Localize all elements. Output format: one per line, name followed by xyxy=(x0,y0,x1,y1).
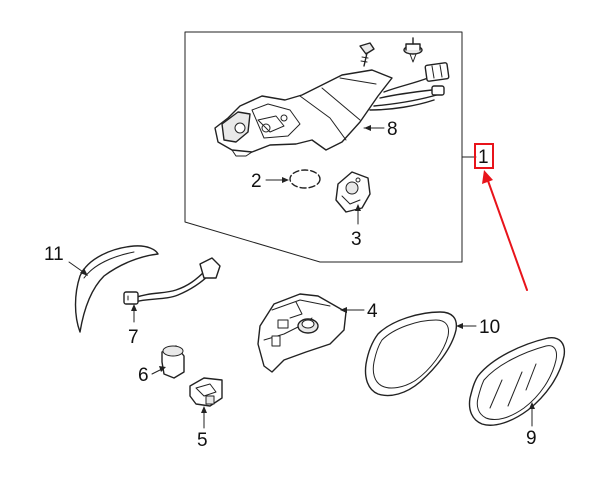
callout-labels: 1 2 3 4 5 6 7 8 9 10 11 xyxy=(44,119,537,451)
callout-3: 3 xyxy=(351,229,362,250)
part-8-housing xyxy=(214,69,393,157)
callout-4: 4 xyxy=(367,301,378,322)
part-7-cable xyxy=(123,257,221,305)
part-5-connector xyxy=(189,377,223,407)
callout-7: 7 xyxy=(128,327,139,348)
leader-lines xyxy=(68,125,535,429)
part-4-base xyxy=(257,293,347,373)
assembly-frame xyxy=(184,31,463,263)
part-10-glass xyxy=(364,311,458,397)
part-9-glass xyxy=(468,337,566,426)
callout-2: 2 xyxy=(251,171,262,192)
callout-8: 8 xyxy=(387,119,398,140)
callout-1: 1 xyxy=(478,147,489,168)
part-3-actuator xyxy=(335,171,371,213)
callout-9: 9 xyxy=(526,428,537,449)
callout-11: 11 xyxy=(44,244,64,265)
part-11-cover xyxy=(74,245,159,333)
clip-nut-icon xyxy=(403,37,423,63)
highlight-callout-1 xyxy=(474,143,528,291)
part-6-grommet xyxy=(161,345,185,379)
callout-6: 6 xyxy=(138,365,149,386)
bolt-icon xyxy=(359,42,375,67)
part-8-harness xyxy=(369,62,450,111)
part-2-ring xyxy=(289,169,321,189)
callout-5: 5 xyxy=(197,430,208,451)
callout-10: 10 xyxy=(479,317,500,338)
